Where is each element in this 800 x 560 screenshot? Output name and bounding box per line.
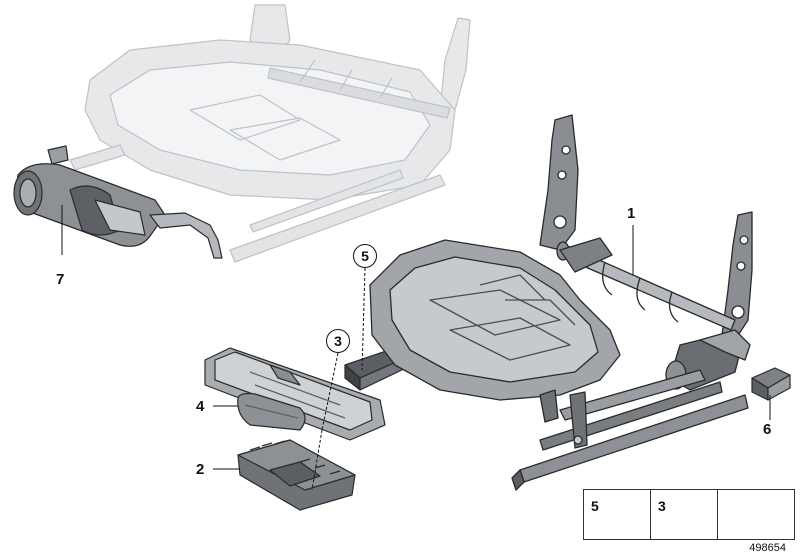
part-6-clip	[751, 367, 791, 401]
callout-5: 5	[353, 244, 377, 268]
part-1-seat-frame	[369, 114, 753, 491]
callout-1: 1	[627, 205, 636, 222]
callout-3: 3	[326, 329, 350, 353]
part-3-panel-plate	[204, 347, 386, 441]
part-7-motor-unit	[13, 145, 223, 259]
callout-4: 4	[196, 398, 205, 415]
diagram-id: 498654	[749, 542, 786, 554]
fastener-legend: 5 3	[583, 489, 795, 540]
legend-cell-arrow	[718, 490, 794, 539]
legend-label: 5	[591, 498, 599, 514]
legend-cell-screw: 5	[584, 490, 651, 539]
part-4-cover	[237, 392, 306, 431]
callout-6: 6	[763, 421, 772, 438]
callout-2: 2	[196, 461, 205, 478]
legend-label: 3	[658, 498, 666, 514]
ghost-seat-frame	[69, 4, 471, 263]
legend-cell-tapping-screw: 3	[651, 490, 718, 539]
leader-lines	[61, 205, 771, 491]
callout-7: 7	[56, 271, 65, 288]
part-2-connector-block	[237, 439, 356, 511]
